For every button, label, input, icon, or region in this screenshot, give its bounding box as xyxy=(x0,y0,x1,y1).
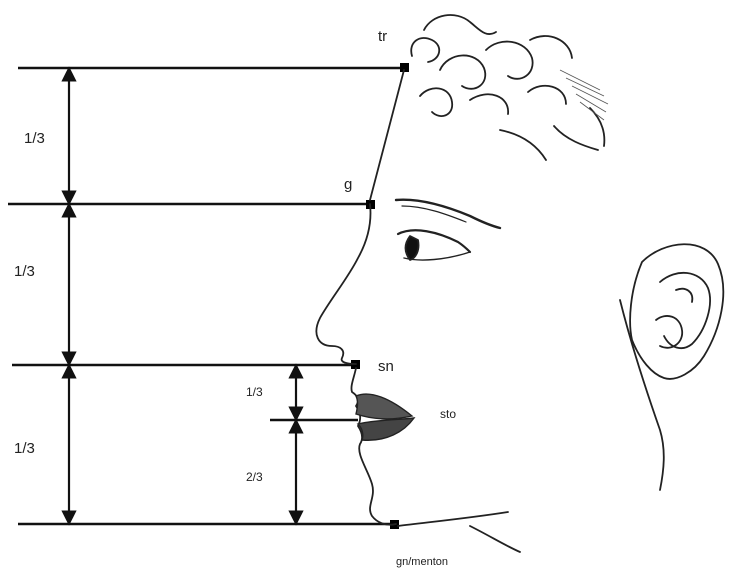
hair-curl-3 xyxy=(440,55,485,88)
upper-third-label: 1/3 xyxy=(24,130,45,147)
hair-curl-4 xyxy=(486,42,533,79)
reference-lines xyxy=(8,68,405,524)
hair-curl-10 xyxy=(500,130,546,160)
neck-outline xyxy=(470,526,520,552)
nose-outline xyxy=(316,204,370,364)
upper-lip-ratio-label: 1/3 xyxy=(246,385,263,399)
forehead-outline xyxy=(370,70,404,200)
cheek-outline xyxy=(620,300,664,490)
lower-third-label: 1/3 xyxy=(14,440,35,457)
hair-curl-1 xyxy=(424,15,496,34)
stomion-label: sto xyxy=(440,407,456,421)
face-profile-sketch xyxy=(316,15,723,552)
hair-curl-2 xyxy=(411,38,439,62)
eyebrow xyxy=(396,200,500,228)
hair-texture xyxy=(560,70,608,120)
lips xyxy=(356,394,414,440)
hair-curl-6 xyxy=(420,88,452,116)
upper-lip xyxy=(356,394,412,419)
trichion-label: tr xyxy=(378,28,387,45)
ear-inner xyxy=(660,273,710,348)
hair-curl-7 xyxy=(470,94,508,114)
ear-fold xyxy=(676,289,692,302)
measurement-arrows xyxy=(69,74,296,518)
hair-curl-11 xyxy=(590,108,604,146)
hair-curl-5 xyxy=(530,36,572,58)
eye-iris xyxy=(406,236,419,260)
middle-third-label: 1/3 xyxy=(14,263,35,280)
lower-lip-chin-ratio-label: 2/3 xyxy=(246,470,263,484)
glabella-label: g xyxy=(344,176,352,193)
subnasale-label: sn xyxy=(378,358,394,375)
eyebrow-shade xyxy=(402,206,466,222)
hair-curl-9 xyxy=(554,126,598,150)
lower-lip xyxy=(358,418,414,440)
landmark-markers xyxy=(351,63,409,529)
chin-outline xyxy=(351,368,396,525)
menton-label: gn/menton xyxy=(396,556,448,568)
jaw-outline xyxy=(398,512,508,526)
hair-curl-8 xyxy=(528,86,566,104)
